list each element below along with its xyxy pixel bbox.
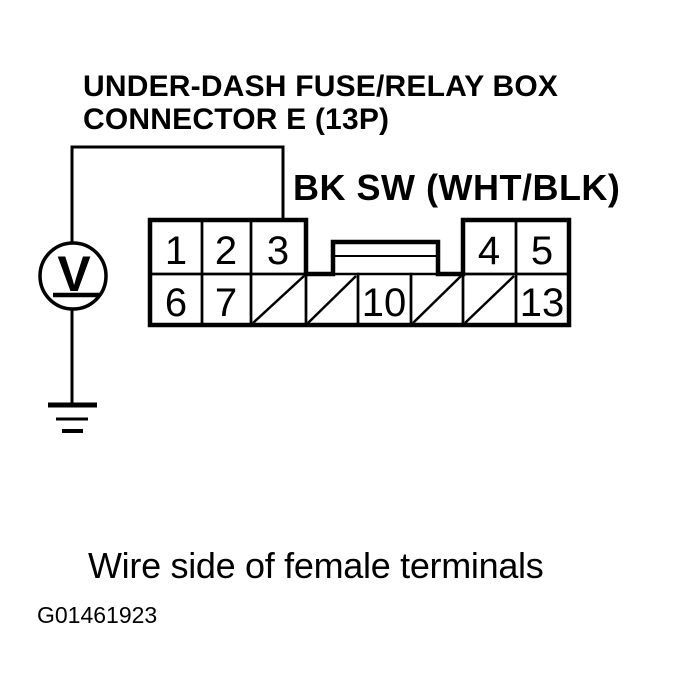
pin-slash-9: [307, 275, 357, 324]
pin-5-label: 5: [531, 229, 553, 273]
title-line1: UNDER-DASH FUSE/RELAY BOX: [83, 70, 559, 103]
title-line2: CONNECTOR E (13P): [83, 103, 390, 136]
pin-4-label: 4: [478, 229, 500, 273]
figure-id: G01461923: [37, 602, 158, 628]
pin-slash-11: [412, 275, 462, 324]
voltmeter-symbol: V: [57, 246, 91, 302]
test-wire: [70, 145, 285, 246]
pin-6-label: 6: [165, 281, 187, 325]
pin-slash-8: [252, 275, 305, 324]
voltmeter-circle: [38, 241, 108, 311]
pin-numbers: 1 2 3 4 5 6 7 10 13: [165, 229, 564, 325]
pin-2-label: 2: [215, 229, 237, 273]
connector-body: [147, 217, 572, 328]
ground-symbol-icon: [48, 402, 97, 433]
pin-3-label: 3: [267, 229, 289, 273]
wire-color-label: BK SW (WHT/BLK): [293, 167, 621, 208]
voltmeter-icon: V: [38, 241, 108, 311]
pin-13-label: 13: [520, 281, 565, 325]
caption: Wire side of female terminals: [88, 545, 544, 586]
pin-10-label: 10: [362, 281, 407, 325]
connector-outline: [147, 217, 572, 328]
pin-slash-12: [464, 275, 515, 324]
pin-7-label: 7: [215, 281, 237, 325]
pin-1-label: 1: [165, 229, 187, 273]
connector-title: UNDER-DASH FUSE/RELAY BOX CONNECTOR E (1…: [83, 70, 558, 136]
